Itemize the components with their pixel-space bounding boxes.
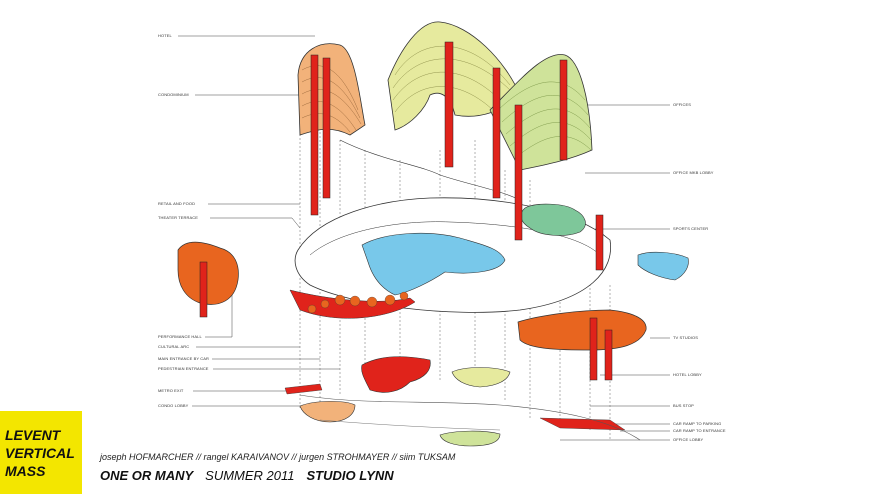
label-pedestrian-entrance: PEDESTRIAN ENTRANCE	[158, 366, 209, 371]
ground-outline	[299, 394, 641, 441]
core-10	[604, 329, 613, 381]
label-condominium: CONDOMINIUM	[158, 92, 189, 97]
ground-outline-2	[319, 419, 501, 431]
label-metro-exit: METRO EXIT	[158, 388, 184, 393]
authors-line: joseph HOFMARCHER // rangel KARAIVANOV /…	[100, 452, 456, 462]
term: SUMMER 2011	[205, 468, 295, 483]
core-7	[595, 214, 604, 271]
label-office-mkb-lobby: OFFICE MKB LOBBY	[673, 170, 714, 175]
label-office-lobby: OFFICE LOBBY	[673, 437, 704, 442]
badge-line-1: LEVENT	[5, 427, 61, 443]
core-3	[444, 41, 454, 168]
label-performance-hall: PERFORMANCE HALL	[158, 334, 202, 339]
core-6	[559, 59, 568, 161]
label-bus-stop: BUS STOP	[673, 403, 694, 408]
vertical-cores	[199, 41, 613, 381]
studio-name: STUDIO LYNN	[306, 468, 394, 483]
sports-center-block	[637, 251, 689, 281]
label-condo-lobby: CONDO LOBBY	[158, 403, 189, 408]
central-plaza	[361, 232, 506, 296]
footer-credits: ONE OR MANY SUMMER 2011 STUDIO LYNN	[100, 468, 394, 483]
title-badge: LEVENT VERTICAL MASS	[0, 411, 82, 494]
core-1	[310, 54, 319, 216]
core-5	[514, 104, 523, 241]
office-lobby-green	[439, 430, 501, 447]
condo-lobby-orange	[299, 401, 356, 423]
project-title: ONE OR MANY	[100, 468, 194, 483]
car-ramp-red	[539, 417, 626, 431]
hotel-lobby-yellow	[451, 367, 511, 388]
sports-center-green	[520, 203, 586, 236]
badge-line-2: VERTICAL	[5, 445, 75, 461]
label-car-ramp-parking: CAR RAMP to PARKING	[673, 421, 722, 426]
tv-studios-block	[517, 309, 647, 351]
label-main-entrance-by-car: MAIN ENTRANCE by CAR	[158, 356, 210, 361]
core-4	[492, 67, 501, 199]
pedestrian-entrance-red	[361, 356, 431, 393]
label-sports-center: SPORTS CENTER	[673, 226, 709, 231]
label-car-ramp-entrance: CAR RAMP to ENTRANCE	[673, 428, 726, 433]
label-offices: OFFICES	[673, 102, 692, 107]
metro-exit-red	[284, 383, 323, 395]
label-cultural-arc: CULTURAL ARC	[158, 344, 190, 349]
performance-hall-block	[177, 241, 239, 305]
badge-line-3: MASS	[5, 463, 46, 479]
podium-inner-line	[309, 221, 601, 256]
label-tv-studios: TV STUDIOS	[673, 335, 699, 340]
performance-dots	[307, 291, 409, 314]
core-9	[589, 317, 598, 381]
label-hotel: HOTEL	[158, 33, 172, 38]
label-hotel-lobby: HOTEL LOBBY	[673, 372, 702, 377]
core-2	[322, 57, 331, 199]
condominium-tower	[297, 43, 366, 136]
core-8	[199, 261, 208, 318]
label-retail-and-food: RETAIL and FOOD	[158, 201, 196, 206]
label-theater-terrace: THEATER TERRACE	[158, 215, 199, 220]
